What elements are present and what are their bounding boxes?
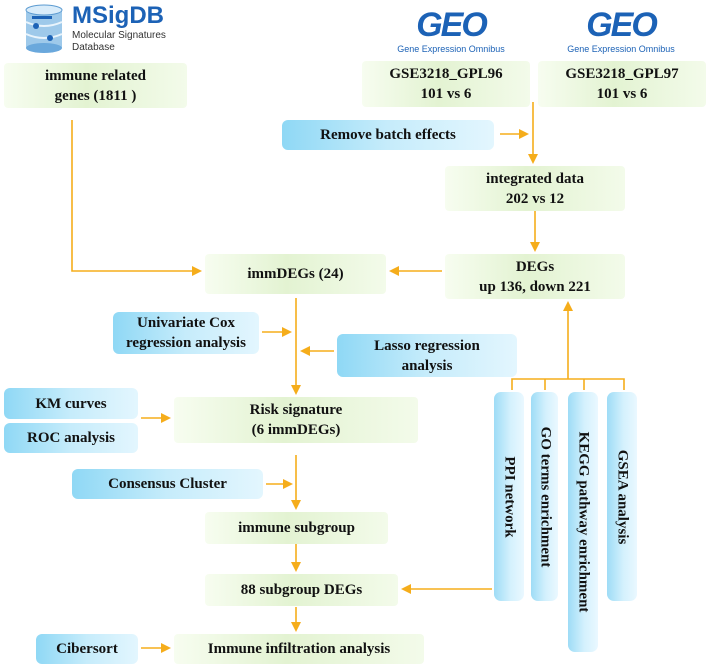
kegg-pathway-box: KEGG pathway enrichment <box>568 392 598 652</box>
ppi-label: PPI network <box>501 455 518 538</box>
subgroup-degs-box: 88 subgroup DEGs <box>205 574 398 606</box>
risk-line2: (6 immDEGs) <box>251 422 341 438</box>
roc-analysis-box: ROC analysis <box>4 423 138 453</box>
km-line1: KM curves <box>35 395 107 412</box>
cibersort-line1: Cibersort <box>56 641 118 657</box>
arrow-immune-to-immdegs <box>71 120 202 276</box>
degs-box: DEGs up 136, down 221 <box>445 254 625 299</box>
immdegs-box: immDEGs (24) <box>205 254 386 294</box>
remove-batch-effects-box: Remove batch effects <box>282 120 494 150</box>
gpl96-box: GSE3218_GPL96 101 vs 6 <box>362 61 530 107</box>
consensus-cluster-box: Consensus Cluster <box>72 469 263 499</box>
go-terms-box: GO terms enrichment <box>531 392 558 601</box>
degs-line1: DEGs <box>515 258 555 275</box>
go-label: GO terms enrichment <box>537 426 553 567</box>
gsea-label: GSEA analysis <box>614 449 631 544</box>
cibersort-box: Cibersort <box>36 634 138 664</box>
geo-caption-1: Gene Expression Omnibus <box>397 44 505 54</box>
ppi-network-box: PPI network <box>494 392 524 601</box>
msigdb-logo: MSigDB Molecular Signatures Database <box>16 2 176 54</box>
immune-infiltration-box: Immune infiltration analysis <box>174 634 424 664</box>
risk-line1: Risk signature <box>249 402 343 418</box>
univariate-line1: Univariate Cox <box>137 315 235 331</box>
geo-logo-2: GEO Gene Expression Omnibus <box>566 6 676 58</box>
remove-batch-line1: Remove batch effects <box>320 127 456 143</box>
gpl97-box: GSE3218_GPL97 101 vs 6 <box>538 61 706 107</box>
geo-logo-1: GEO Gene Expression Omnibus <box>396 6 506 58</box>
immune-subgroup-box: immune subgroup <box>205 512 388 544</box>
database-icon <box>25 4 63 53</box>
integrated-line1: integrated data <box>486 170 584 187</box>
immune-genes-box: immune related genes (1811 ) <box>4 63 187 108</box>
bracket-enrichment <box>511 378 625 390</box>
degs-line2: up 136, down 221 <box>479 278 591 295</box>
gpl97-line2: 101 vs 6 <box>596 86 648 102</box>
immune-genes-line1: immune related <box>45 67 146 84</box>
lasso-regression-box: Lasso regression analysis <box>337 334 517 377</box>
integrated-line2: 202 vs 12 <box>505 190 565 207</box>
kegg-label: KEGG pathway enrichment <box>575 431 592 613</box>
gpl96-line2: 101 vs 6 <box>420 86 472 102</box>
subgroup-line1: immune subgroup <box>238 520 355 536</box>
roc-line1: ROC analysis <box>27 430 115 446</box>
risk-signature-box: Risk signature (6 immDEGs) <box>174 397 418 443</box>
geo-word-2: GEO <box>586 6 658 44</box>
immdegs-line1: immDEGs (24) <box>247 266 344 282</box>
msigdb-subtitle-2: Database <box>72 42 115 53</box>
infiltration-line1: Immune infiltration analysis <box>207 641 391 657</box>
gpl96-line1: GSE3218_GPL96 <box>389 66 503 82</box>
lasso-line1: Lasso regression <box>374 337 480 354</box>
univariate-cox-box: Univariate Cox regression analysis <box>113 312 259 354</box>
lasso-line2: analysis <box>401 357 453 374</box>
geo-word-1: GEO <box>416 6 488 44</box>
km-curves-box: KM curves <box>4 388 138 419</box>
msigdb-title: MSigDB <box>72 2 164 29</box>
gpl97-line1: GSE3218_GPL97 <box>565 66 679 82</box>
integrated-data-box: integrated data 202 vs 12 <box>445 166 625 211</box>
univariate-line2: regression analysis <box>126 335 246 351</box>
msigdb-subtitle-1: Molecular Signatures <box>72 30 166 41</box>
gsea-analysis-box: GSEA analysis <box>607 392 637 601</box>
geo-caption-2: Gene Expression Omnibus <box>567 44 675 54</box>
consensus-line1: Consensus Cluster <box>108 476 227 492</box>
immune-genes-line2: genes (1811 ) <box>54 87 137 104</box>
subgroup-degs-line1: 88 subgroup DEGs <box>240 582 363 598</box>
